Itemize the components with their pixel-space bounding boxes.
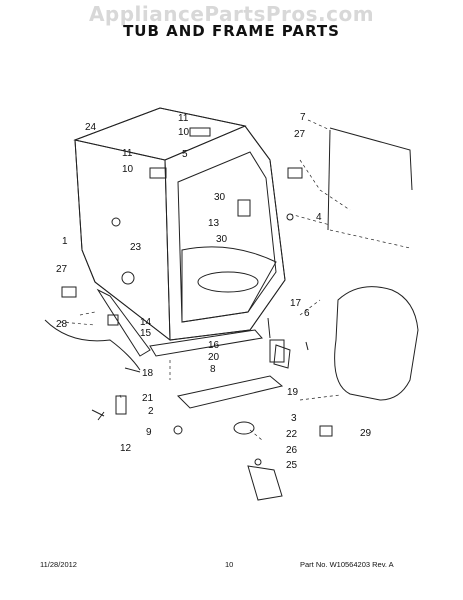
callout-7: 7	[300, 112, 306, 123]
callout-29: 29	[360, 428, 372, 439]
tub-top	[73, 107, 247, 161]
callout-16: 16	[208, 340, 220, 351]
callout-25: 25	[286, 460, 298, 471]
part-17-bracket	[269, 339, 285, 363]
callout-5: 5	[182, 149, 188, 160]
callout-23: 23	[130, 242, 142, 253]
callout-3: 3	[291, 413, 297, 424]
tub-floor	[181, 246, 277, 323]
part-18-cable	[44, 319, 141, 371]
callout-8: 8	[210, 364, 216, 375]
callout-30-a: 30	[214, 192, 226, 203]
part-27-top	[287, 167, 303, 179]
tub-body	[74, 107, 286, 341]
callout-13: 13	[208, 218, 220, 229]
part-8-plate	[176, 375, 284, 409]
part-30-bracket	[237, 199, 251, 217]
callout-6: 6	[304, 308, 310, 319]
footer-part-number: Part No. W10564203 Rev. A	[300, 560, 394, 569]
callout-27-a: 27	[294, 129, 306, 140]
front-rail-left	[96, 288, 151, 357]
part-9-block	[115, 395, 127, 415]
callout-27-b: 27	[56, 264, 68, 275]
part-4-screw	[286, 213, 294, 221]
callout-17: 17	[290, 298, 302, 309]
watermark: AppliancePartsPros.com	[88, 2, 375, 26]
part-16-screw	[267, 317, 271, 339]
part-29-clip	[319, 425, 333, 437]
callout-22: 22	[286, 429, 298, 440]
part-23-screw	[111, 217, 121, 227]
callout-10-a: 10	[178, 127, 190, 138]
callout-2: 2	[148, 406, 154, 417]
callout-9: 9	[146, 427, 152, 438]
part-11-hinge-b	[149, 167, 167, 179]
part-25-bracket	[247, 465, 283, 501]
callout-15: 15	[140, 328, 152, 339]
page-title: TUB AND FRAME PARTS	[123, 22, 340, 40]
callout-19: 19	[287, 387, 299, 398]
callout-4: 4	[316, 212, 322, 223]
part-26-screw	[254, 458, 262, 466]
part-21-screw	[124, 367, 141, 373]
front-rail-bottom	[149, 329, 263, 357]
callout-20: 20	[208, 352, 220, 363]
callout-26: 26	[286, 445, 298, 456]
callout-14: 14	[140, 317, 152, 328]
part-11-hinge-a	[189, 127, 211, 137]
callout-11-a: 11	[178, 113, 189, 124]
callout-11-b: 11	[122, 148, 133, 159]
footer-date: 11/28/2012	[40, 560, 77, 569]
sump	[197, 271, 259, 293]
door-seal-loop	[334, 286, 419, 401]
door-gasket-top	[329, 127, 413, 191]
callout-10-b: 10	[122, 164, 134, 175]
callout-21: 21	[142, 393, 154, 404]
part-2-screw	[173, 425, 183, 435]
callout-28: 28	[56, 319, 68, 330]
door-gasket-side	[327, 129, 331, 231]
footer-page-number: 10	[225, 560, 234, 569]
part-27-bracket	[61, 286, 77, 298]
callout-1: 1	[62, 236, 68, 247]
part-22-foot	[233, 421, 255, 435]
part-6-screw	[305, 341, 309, 351]
callout-12: 12	[120, 443, 132, 454]
callout-30-b: 30	[216, 234, 228, 245]
side-port	[121, 271, 135, 285]
callout-24: 24	[85, 122, 97, 133]
part-14-clip	[107, 314, 119, 326]
part-12-screw	[91, 409, 105, 421]
callout-18: 18	[142, 368, 154, 379]
tub-side-panel	[74, 139, 171, 342]
part-19-bracket	[273, 344, 291, 369]
